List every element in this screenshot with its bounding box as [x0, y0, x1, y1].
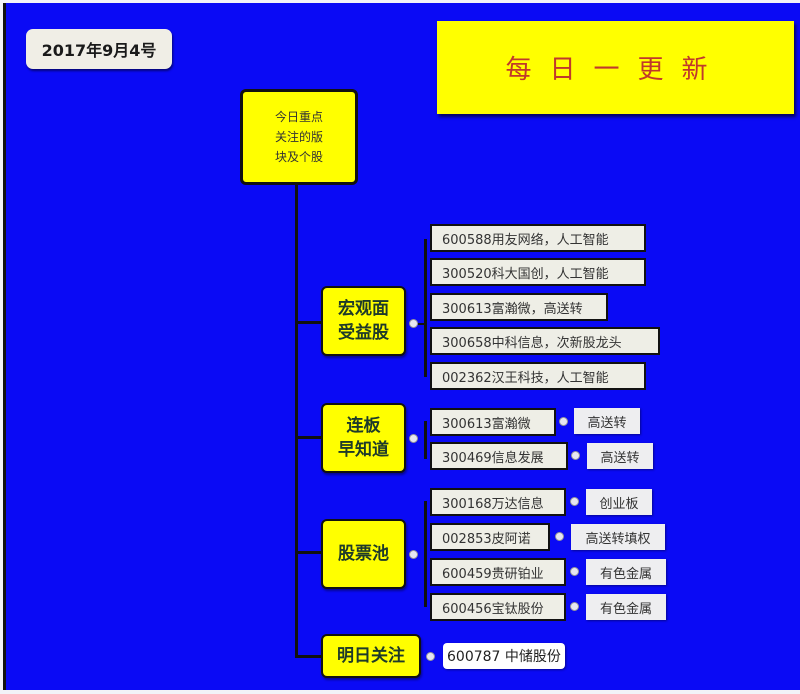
- root-line-1: 今日重点: [274, 110, 323, 124]
- tag-label: 高送转: [587, 443, 653, 469]
- collapse-toggle-icon[interactable]: [409, 319, 418, 328]
- list-item[interactable]: 600588用友网络，人工智能: [430, 224, 646, 252]
- mindmap-canvas: 2017年9月4号 每日一更新 今日重点 关注的版 块及个股 宏观面 受益股 6…: [3, 3, 800, 690]
- list-item[interactable]: 300613富瀚微: [430, 408, 556, 436]
- root-line-3: 块及个股: [274, 150, 323, 164]
- tag-label: 创业板: [586, 489, 652, 515]
- collapse-toggle-icon[interactable]: [571, 451, 580, 460]
- date-label: 2017年9月4号: [26, 29, 172, 69]
- list-item[interactable]: 300520科大国创，人工智能: [430, 258, 646, 286]
- list-item[interactable]: 600456宝钛股份: [430, 593, 566, 621]
- category-label-line: 早知道: [338, 440, 389, 460]
- branch-connector-3: [295, 551, 321, 554]
- category-watch-tomorrow-node[interactable]: 明日关注: [321, 634, 421, 678]
- collapse-toggle-icon[interactable]: [570, 602, 579, 611]
- collapse-toggle-icon[interactable]: [555, 532, 564, 541]
- sub-trunk: [424, 501, 427, 607]
- category-stock-pool-node[interactable]: 股票池: [321, 519, 406, 589]
- branch-connector-1: [295, 321, 321, 324]
- daily-update-banner: 每日一更新: [437, 21, 794, 114]
- sub-trunk: [424, 239, 427, 377]
- collapse-toggle-icon[interactable]: [570, 497, 579, 506]
- tag-label: 有色金属: [586, 594, 666, 620]
- root-node[interactable]: 今日重点 关注的版 块及个股: [240, 89, 358, 185]
- trunk-connector: [295, 185, 298, 657]
- category-label-line: 明日关注: [337, 646, 405, 666]
- sub-trunk: [424, 421, 427, 459]
- category-label-line: 宏观面: [338, 299, 389, 319]
- list-item[interactable]: 002853皮阿诺: [430, 523, 550, 551]
- sub-connector: [418, 323, 426, 325]
- list-item[interactable]: 300613富瀚微，高送转: [430, 293, 608, 321]
- root-line-2: 关注的版: [274, 130, 323, 144]
- collapse-toggle-icon[interactable]: [409, 434, 418, 443]
- collapse-toggle-icon[interactable]: [426, 652, 435, 661]
- list-item[interactable]: 300469信息发展: [430, 442, 568, 470]
- tag-label: 高送转填权: [571, 524, 665, 550]
- list-item[interactable]: 300168万达信息: [430, 488, 566, 516]
- collapse-toggle-icon[interactable]: [559, 417, 568, 426]
- tag-label: 高送转: [574, 408, 640, 434]
- list-item[interactable]: 600459贵研铂业: [430, 558, 566, 586]
- list-item[interactable]: 600787 中储股份: [443, 643, 565, 669]
- branch-connector-2: [295, 436, 321, 439]
- collapse-toggle-icon[interactable]: [409, 550, 418, 559]
- category-label-line: 连板: [346, 416, 381, 436]
- category-limit-up-node[interactable]: 连板 早知道: [321, 403, 406, 473]
- branch-connector-4: [295, 655, 321, 658]
- category-label-line: 受益股: [338, 323, 389, 343]
- category-macro-node[interactable]: 宏观面 受益股: [321, 286, 406, 356]
- list-item[interactable]: 300658中科信息，次新股龙头: [430, 327, 660, 355]
- category-label-line: 股票池: [338, 544, 389, 564]
- tag-label: 有色金属: [586, 559, 666, 585]
- collapse-toggle-icon[interactable]: [570, 567, 579, 576]
- list-item[interactable]: 002362汉王科技，人工智能: [430, 362, 646, 390]
